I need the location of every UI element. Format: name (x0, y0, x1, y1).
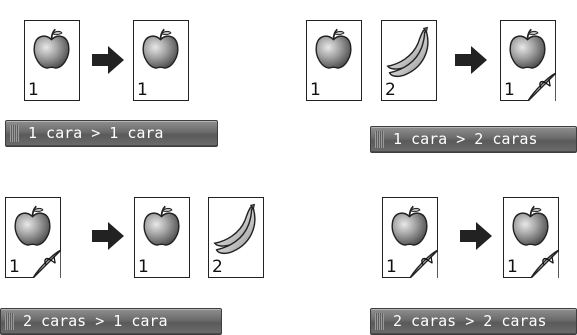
mode-button-1-to-1[interactable]: 1 cara > 1 cara (5, 120, 218, 147)
right-arrow-icon (460, 222, 492, 250)
mode-label: 2 caras > 2 caras (393, 312, 547, 330)
apple-icon (383, 198, 436, 258)
apple-icon (135, 198, 188, 258)
copy-page: 1 (133, 20, 189, 101)
original-page: 1 (306, 20, 362, 101)
copy-page: 1 2 (500, 20, 556, 101)
button-grip (5, 313, 14, 330)
apple-icon (25, 21, 78, 81)
button-grip (375, 131, 384, 148)
mode-label: 1 cara > 2 caras (393, 130, 538, 148)
original-page: 1 (24, 20, 80, 101)
page-number: 1 (386, 257, 397, 277)
page-number: 1 (507, 257, 518, 277)
banana-icon (382, 21, 435, 81)
apple-icon (134, 21, 187, 81)
original-page: 1 2 (5, 197, 61, 278)
copy-page: 1 2 (503, 197, 559, 278)
right-arrow-icon (455, 46, 487, 74)
button-grip (375, 313, 384, 330)
apple-icon (307, 21, 360, 81)
apple-icon (6, 198, 59, 258)
page-number: 1 (9, 257, 20, 277)
right-arrow-icon (92, 46, 124, 74)
page-number: 2 (212, 257, 223, 277)
original-page: 1 2 (382, 197, 438, 278)
page-number: 2 (385, 80, 396, 100)
copy-page: 1 (134, 197, 190, 278)
mode-button-2-to-1[interactable]: 2 caras > 1 cara (0, 308, 222, 335)
page-number: 1 (310, 80, 321, 100)
copy-page: 2 (208, 197, 264, 278)
mode-label: 1 cara > 1 cara (28, 124, 164, 142)
mode-label: 2 caras > 1 cara (23, 312, 168, 330)
apple-icon (504, 198, 557, 258)
page-number: 1 (138, 257, 149, 277)
page-number: 1 (504, 80, 515, 100)
banana-icon (209, 198, 262, 258)
button-grip (10, 125, 19, 142)
mode-button-1-to-2[interactable]: 1 cara > 2 caras (370, 126, 577, 153)
original-page: 2 (381, 20, 437, 101)
right-arrow-icon (92, 222, 124, 250)
apple-icon (501, 21, 554, 81)
page-number: 1 (28, 80, 39, 100)
page-number: 1 (137, 80, 148, 100)
mode-button-2-to-2[interactable]: 2 caras > 2 caras (370, 308, 577, 335)
